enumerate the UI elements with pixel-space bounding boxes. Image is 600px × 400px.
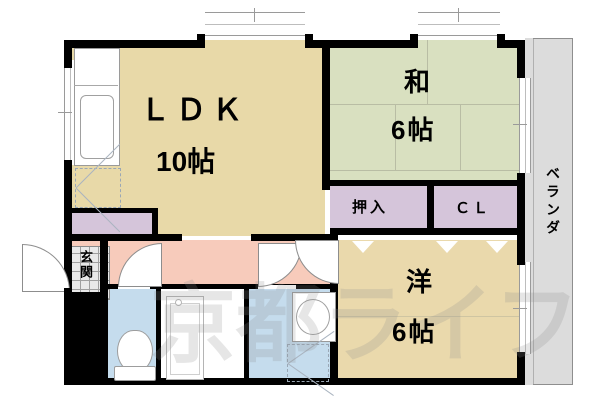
bathtub-inner xyxy=(170,303,200,375)
toilet-tank xyxy=(114,366,156,381)
wall-oshiire-bottom xyxy=(330,228,434,235)
window-kitchen-mullion xyxy=(58,112,72,113)
wall-bottom-main xyxy=(64,378,338,385)
window-ldk-mullion xyxy=(254,8,255,22)
wall-entry-door-jamb xyxy=(64,288,72,294)
door-ldk-hallway-opening xyxy=(178,236,255,240)
wall-shoe-closet-top xyxy=(70,208,158,213)
label-veranda: ベランダ xyxy=(545,166,561,238)
label-yoshitsu-size: 6帖 xyxy=(392,317,437,347)
veranda-inner-rail xyxy=(533,38,534,385)
wall-ldk-top-window-jamb-left xyxy=(197,34,205,48)
wall-hallway-top-left xyxy=(70,234,178,241)
wall-ldk-top-right xyxy=(305,40,330,48)
wall-yoshitsu-bottom xyxy=(330,378,525,385)
wall-wet-area-top xyxy=(108,284,338,289)
wall-ldk-left-lower xyxy=(64,160,72,248)
room-fill-oshiire xyxy=(330,185,430,230)
room-fill-closet xyxy=(434,185,525,230)
wall-ldk-left-upper xyxy=(64,40,72,68)
label-washitsu-name: 和 xyxy=(404,67,433,97)
closet-slide-marker-3 xyxy=(486,241,508,253)
label-yoshitsu-name: 洋 xyxy=(406,267,435,297)
shoe-closet-fill xyxy=(72,212,156,234)
window-washitsu-veranda xyxy=(519,78,531,173)
wall-washitsu-right-upper xyxy=(517,40,525,78)
window-washitsu-top xyxy=(418,12,500,36)
wall-yoshitsu-right-upper xyxy=(517,235,525,265)
tatami-line-h1 xyxy=(330,104,525,105)
door-toilet-opening xyxy=(118,285,150,289)
room-fill-yoshitsu xyxy=(338,240,525,385)
refrigerator-space xyxy=(75,168,121,208)
wall-yoshitsu-right-lower xyxy=(517,352,525,385)
window-yoshitsu-veranda-mullion xyxy=(513,308,527,309)
wall-genkan-bottom-block xyxy=(64,292,108,385)
wall-washitsu-window-jamb-left xyxy=(410,34,418,48)
kitchen-counter-split xyxy=(74,85,118,86)
tatami-line-v2 xyxy=(395,104,396,170)
label-ldk-name: ＬＤＫ xyxy=(140,94,248,127)
label-oshiire: 押入 xyxy=(352,199,389,216)
wall-ldk-top-left xyxy=(64,40,205,48)
tatami-line-v3 xyxy=(460,104,461,170)
yoshitsu-line xyxy=(338,316,525,317)
window-washitsu-mullion xyxy=(458,8,459,22)
wall-washitsu-right-lower xyxy=(517,173,525,235)
closet-slide-marker-1 xyxy=(352,241,374,253)
veranda-outer-rail xyxy=(572,38,573,385)
wall-hallway-top-right xyxy=(255,234,338,241)
wall-genkan-right xyxy=(100,240,108,292)
wall-ldk-door-jamb-right xyxy=(251,234,255,241)
label-closet: ＣＬ xyxy=(455,200,492,217)
tatami-line-v1 xyxy=(427,40,428,104)
door-washroom-opening xyxy=(258,285,296,289)
wall-oshiire-cl-divider xyxy=(427,180,434,235)
wall-cl-bottom xyxy=(434,228,525,235)
wall-washitsu-top-left xyxy=(330,40,418,48)
wall-ldk-washitsu-divider xyxy=(322,40,330,190)
veranda-bottom-rail xyxy=(533,384,573,385)
wall-toilet-bath-divider xyxy=(156,288,161,385)
vanity-sink xyxy=(296,299,330,335)
wall-ldk-door-jamb-left xyxy=(178,234,182,241)
veranda-top-rail xyxy=(533,38,573,39)
tatami-line-h2 xyxy=(330,170,525,171)
washing-machine-space xyxy=(287,344,329,382)
window-washitsu-veranda-mullion xyxy=(513,124,527,125)
label-ldk-size: 10帖 xyxy=(156,146,216,177)
entry-door-swing[interactable] xyxy=(22,244,70,292)
wall-shoe-closet-right xyxy=(152,208,158,240)
wall-genkan-left xyxy=(64,240,72,298)
wall-oshiire-top xyxy=(330,180,430,186)
wall-cl-top xyxy=(434,180,525,186)
wall-washitsu-top-right xyxy=(497,40,525,48)
bathtub-drain xyxy=(175,299,182,306)
kitchen-sink xyxy=(80,95,114,159)
label-genkan: 玄関 xyxy=(78,250,93,280)
label-washitsu-size: 6帖 xyxy=(391,115,436,145)
closet-slide-marker-2 xyxy=(436,241,458,253)
wall-bath-washroom-divider xyxy=(244,288,249,385)
window-ldk-top xyxy=(205,12,305,36)
